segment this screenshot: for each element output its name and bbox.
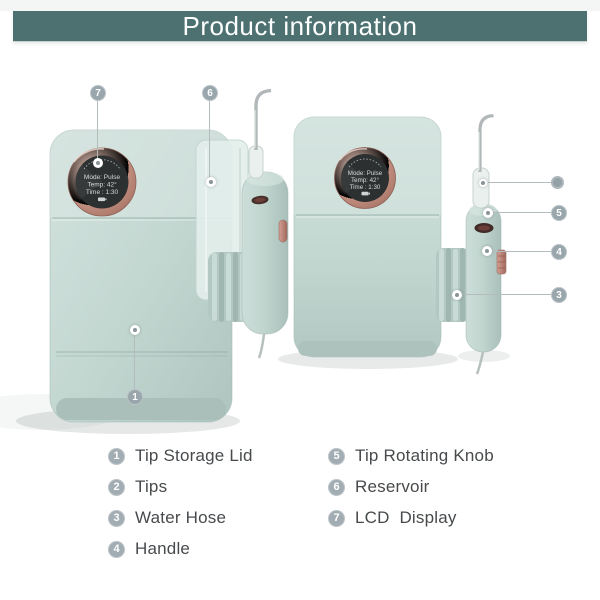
callout-6-marker: 6: [202, 85, 218, 101]
legend-label: Tip Rotating Knob: [355, 446, 494, 465]
callout-1-target-dot: [130, 325, 140, 335]
callout-1-line: [134, 335, 135, 389]
legend-item-handle: 4 Handle: [108, 539, 253, 559]
tip-rotating-knob: [474, 223, 494, 233]
legend-item-tips: 2 Tips: [108, 477, 253, 497]
right-screen-temp: Temp: 42°: [351, 177, 379, 184]
right-handle: [465, 203, 507, 375]
callout-4-target-dot: [482, 246, 492, 256]
legend-num-7: 7: [328, 509, 345, 527]
left-device: Mode: Pulse Temp: 42° Time : 1:30: [49, 88, 289, 423]
legend-num-6: 6: [328, 478, 345, 496]
legend-label: Tip Storage Lid: [135, 446, 253, 465]
screen-arc-marks: [348, 158, 382, 168]
right-device: Mode: Pulse Temp: 42° Time : 1:30: [293, 114, 507, 375]
callout-1-marker: 1: [127, 389, 143, 405]
callout-2-marker: [551, 176, 564, 189]
battery-icon: [98, 197, 107, 202]
right-nozzle-tip: [472, 114, 494, 209]
callout-2-target-dot: [479, 179, 487, 187]
callout-4-line: [492, 251, 551, 252]
legend-left-column: 1 Tip Storage Lid 2 Tips 3 Water Hose 4 …: [108, 446, 253, 570]
legend-label: LCD Display: [355, 508, 457, 527]
callout-7-marker: 7: [90, 85, 106, 101]
left-screen-temp: Temp: 42°: [87, 181, 117, 189]
callout-2-line: [488, 182, 552, 183]
callout-5-line: [493, 212, 551, 213]
right-handle-shadow: [458, 350, 510, 362]
callout-3-line: [462, 294, 551, 295]
top-strip: [0, 0, 600, 11]
callout-6-target-dot: [206, 177, 216, 187]
left-screen-time: Time : 1:30: [86, 189, 119, 196]
left-lcd-display: Mode: Pulse Temp: 42° Time : 1:30: [67, 147, 137, 217]
legend-right-column: 5 Tip Rotating Knob 6 Reservoir 7 LCD Di…: [328, 446, 494, 539]
right-device-base: [298, 341, 437, 356]
callout-5-target-dot: [483, 208, 493, 218]
right-handle-cord: [475, 351, 485, 375]
right-lcd-display: Mode: Pulse Temp: 42° Time : 1:30: [334, 147, 396, 209]
page-title-banner: Product information: [13, 11, 587, 41]
right-water-hose-coil: [436, 248, 470, 322]
legend-num-2: 2: [108, 478, 125, 496]
legend-item-tip-rotating-knob: 5 Tip Rotating Knob: [328, 446, 494, 466]
legend-item-tip-storage-lid: 1 Tip Storage Lid: [108, 446, 253, 466]
product-illustration: Mode: Pulse Temp: 42° Time : 1:30: [0, 88, 510, 434]
legend-num-4: 4: [108, 540, 125, 558]
callout-3-target-dot: [452, 290, 462, 300]
callout-7-target-dot: [93, 158, 103, 168]
legend-label: Reservoir: [355, 477, 430, 496]
left-device-base: [56, 398, 226, 420]
battery-icon: [361, 191, 370, 196]
legend-num-1: 1: [108, 447, 125, 465]
power-switch: [496, 249, 507, 275]
right-screen-mode: Mode: Pulse: [348, 170, 383, 177]
callout-5-marker: 5: [551, 205, 567, 221]
right-screen-time: Time : 1:30: [350, 184, 381, 191]
legend-item-lcd-display: 7 LCD Display: [328, 508, 494, 528]
callout-6-line: [209, 101, 210, 178]
legend-label: Tips: [135, 477, 168, 496]
left-handle-cord: [257, 333, 266, 359]
legend-num-5: 5: [328, 447, 345, 465]
left-handle: [241, 171, 289, 359]
callout-3-marker: 3: [551, 287, 567, 303]
legend-label: Water Hose: [135, 508, 227, 527]
legend-label: Handle: [135, 539, 191, 558]
left-nozzle-tip: [248, 88, 272, 179]
page-title: Product information: [182, 11, 418, 41]
left-screen-mode: Mode: Pulse: [84, 174, 121, 181]
left-handle-rose-detail: [278, 219, 288, 243]
legend-item-reservoir: 6 Reservoir: [328, 477, 494, 497]
legend-item-water-hose: 3 Water Hose: [108, 508, 253, 528]
callout-7-line: [97, 101, 98, 159]
callout-4-marker: 4: [551, 244, 567, 260]
legend-num-3: 3: [108, 509, 125, 527]
